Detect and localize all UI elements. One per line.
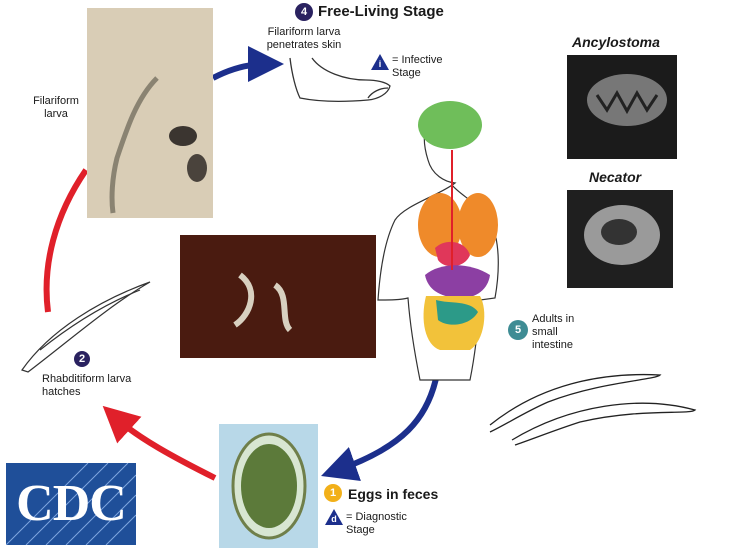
diagnostic-stage-label: = Diagnostic Stage xyxy=(346,511,407,536)
filariform-penetrates-label: Filariform larva penetrates skin xyxy=(266,26,342,51)
human-body-drawing xyxy=(377,101,499,381)
cdc-logo-text: CDC xyxy=(16,475,127,532)
diagnostic-stage-triangle: d xyxy=(325,509,343,525)
free-living-stage-title: Free-Living Stage xyxy=(318,3,444,20)
filariform-larva-label: Filariform larva xyxy=(33,95,79,120)
cdc-logo: CDC xyxy=(6,463,136,545)
adult-worms-drawing xyxy=(489,373,697,446)
stage-badge-4: 4 xyxy=(295,3,313,21)
red-arrow-egg-to-larva xyxy=(102,405,217,481)
stage-badge-5: 5 xyxy=(508,320,528,340)
necator-label: Necator xyxy=(589,169,642,185)
stage-badge-2: 2 xyxy=(74,351,90,367)
egg-photo xyxy=(219,424,318,548)
rhabditiform-larva-drawing xyxy=(21,281,151,373)
red-arrow-left-arc xyxy=(43,168,89,313)
infective-symbol-letter: i xyxy=(378,59,382,69)
ancylostoma-label: Ancylostoma xyxy=(572,34,660,50)
ancylostoma-mouth-photo xyxy=(567,55,677,159)
infective-stage-label: = Infective Stage xyxy=(392,54,443,79)
eggs-in-feces-label: Eggs in feces xyxy=(348,486,439,502)
larvae-on-skin-photo xyxy=(180,235,376,358)
blue-arrow-to-eggs xyxy=(321,367,441,481)
foot-drawing xyxy=(289,57,391,102)
necator-mouth-photo xyxy=(567,190,673,288)
diagnostic-symbol-letter: d xyxy=(331,514,337,524)
rhabditiform-larva-label: Rhabditiform larva hatches xyxy=(42,373,132,398)
infective-stage-triangle: i xyxy=(371,54,389,70)
filariform-larva-photo xyxy=(87,8,213,218)
stage-badge-1: 1 xyxy=(324,484,342,502)
blue-arrow-to-skin xyxy=(211,46,284,83)
adults-label: Adults in small intestine xyxy=(532,313,575,351)
